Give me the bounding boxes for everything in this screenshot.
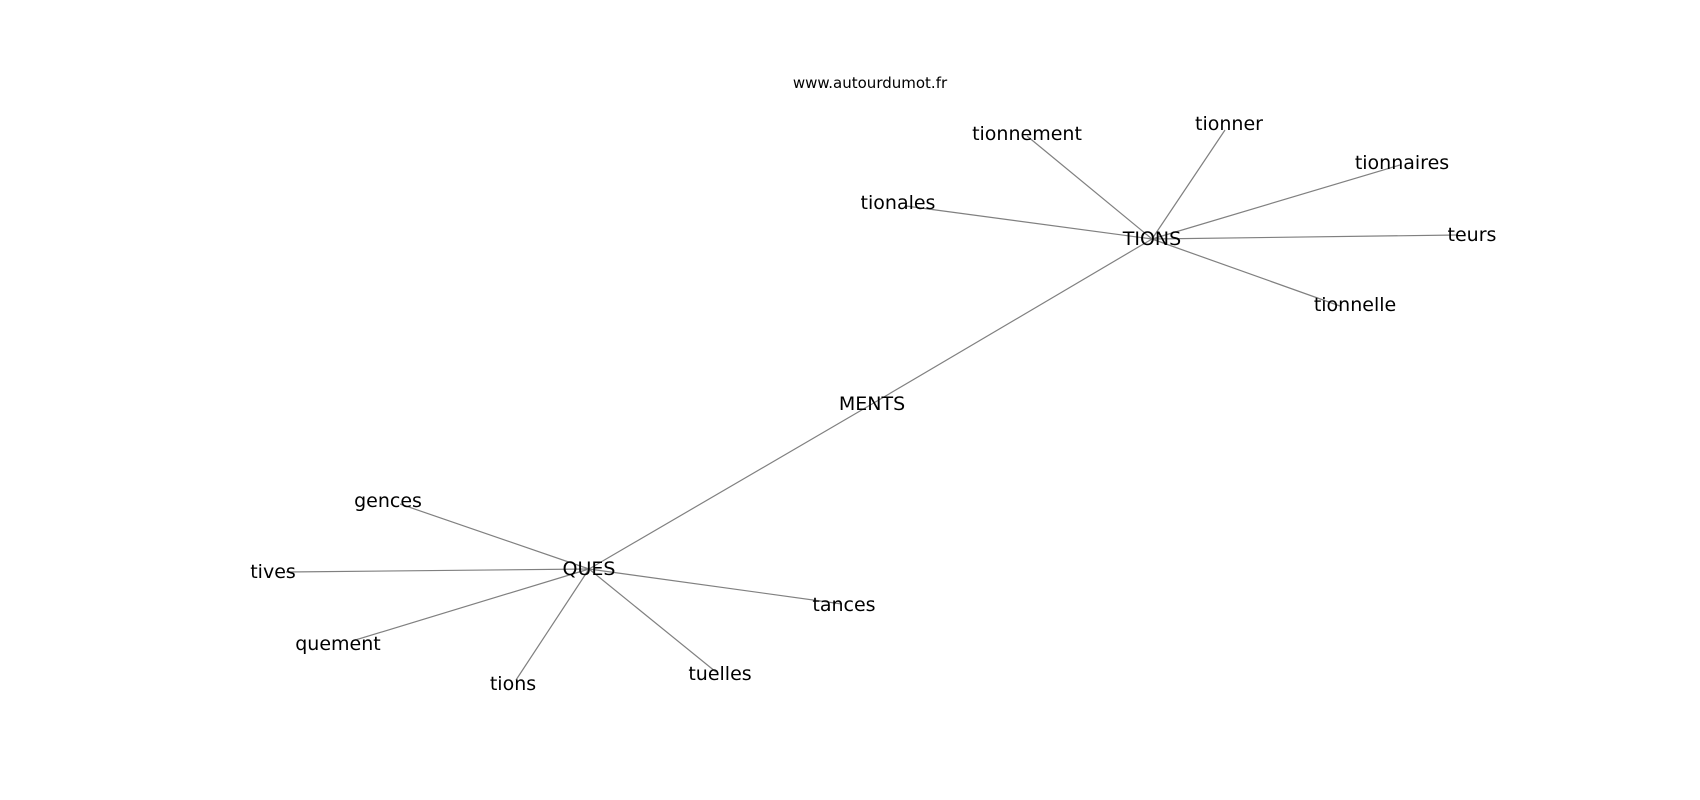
edge-tions_hub-tionner (1151, 129, 1226, 240)
graph-edges (285, 129, 1459, 681)
node-tionnelle: tionnelle (1314, 294, 1396, 316)
edge-ments-ques (588, 403, 873, 570)
node-tances: tances (812, 594, 875, 616)
node-tionales: tionales (861, 192, 936, 214)
edge-tions_hub-teurs (1151, 234, 1459, 240)
edge-ques-tances (588, 568, 843, 605)
node-tions-leaf: tions (490, 673, 536, 695)
edge-tions_hub-tionnaires (1151, 164, 1401, 240)
edge-ments-tions_hub (871, 238, 1153, 405)
node-gences: gences (354, 490, 422, 512)
edge-ques-tives (285, 568, 590, 573)
node-tionner: tionner (1195, 113, 1263, 135)
edge-ques-tions_leaf (515, 568, 590, 681)
node-tionnement: tionnement (972, 123, 1082, 145)
source-caption: www.autourdumot.fr (793, 74, 948, 92)
edge-tions_hub-tionales (905, 205, 1153, 240)
node-tives: tives (250, 561, 296, 583)
node-tionnaires: tionnaires (1355, 152, 1449, 174)
edge-ques-quement (351, 568, 590, 642)
graph-labels: MENTS TIONS QUES tionnement tionner tionnaire… (250, 113, 1496, 695)
edge-ques-gences (399, 503, 590, 570)
node-teurs: teurs (1448, 224, 1497, 246)
node-tions-hub: TIONS (1122, 228, 1181, 250)
node-quement: quement (295, 633, 380, 655)
node-ments: MENTS (839, 393, 905, 415)
edge-tions_hub-tionnement (1026, 135, 1153, 240)
edge-ques-tuelles (588, 568, 717, 673)
node-tuelles: tuelles (688, 663, 751, 685)
node-ques: QUES (563, 558, 616, 580)
edge-tions_hub-tionnelle (1151, 238, 1341, 307)
